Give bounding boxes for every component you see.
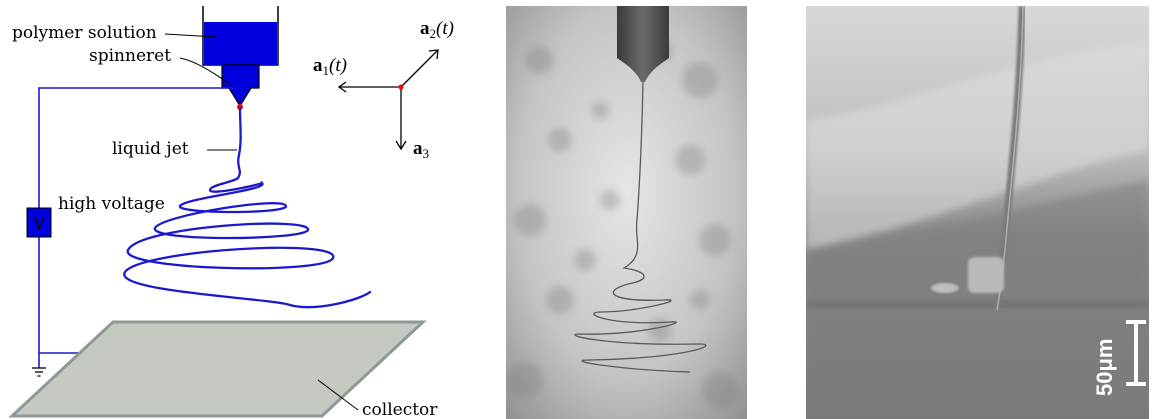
coordinate-frame xyxy=(337,49,439,151)
ground-icon xyxy=(32,367,46,377)
scale-bar xyxy=(1126,320,1146,386)
micro-bright-band xyxy=(806,40,1149,250)
label-high-voltage: high voltage xyxy=(58,194,165,214)
scale-bar-label: 50μm xyxy=(1092,339,1117,397)
label-polymer-solution: polymer solution xyxy=(12,23,157,43)
label-liquid-jet: liquid jet xyxy=(112,139,189,159)
polymer-solution-fill xyxy=(204,22,277,65)
voltage-source-icon: V xyxy=(26,207,52,238)
axis-a3-label: a3 xyxy=(413,138,429,161)
axis-a2-label: a2(t) xyxy=(420,18,454,41)
leader-lines xyxy=(164,33,359,411)
schematic-panel: V polymer solution spinneret liquid jet … xyxy=(8,6,454,419)
axis-a1-label: a1(t) xyxy=(313,55,347,78)
photo-jet xyxy=(574,81,707,373)
micrograph-panel: 50μm xyxy=(806,6,1149,419)
reservoir xyxy=(202,6,279,110)
frame-origin-dot xyxy=(398,84,404,90)
photo-nozzle xyxy=(617,6,669,82)
collector-plate xyxy=(8,320,427,418)
jet-photo-panel xyxy=(506,6,747,419)
label-spinneret: spinneret xyxy=(89,46,171,66)
micro-dark-floor xyxy=(806,180,1149,419)
liquid-jet xyxy=(123,106,372,309)
voltage-symbol: V xyxy=(32,214,45,233)
label-collector: collector xyxy=(362,400,438,419)
micro-droplet xyxy=(968,257,1004,293)
spinneret-nozzle xyxy=(221,64,260,108)
